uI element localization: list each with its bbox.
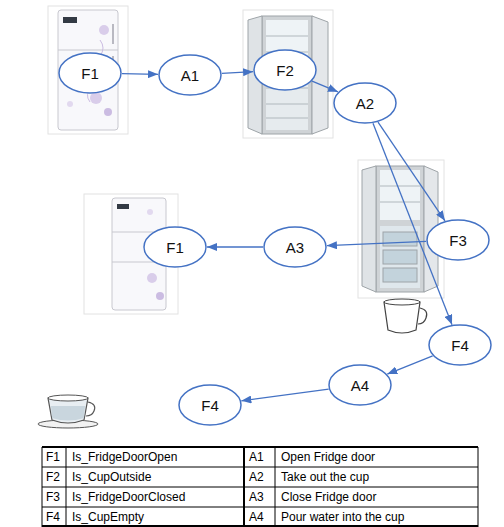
node-label: A2: [356, 95, 374, 112]
flow-arrow: [378, 122, 445, 221]
table-cell: F4: [46, 507, 60, 527]
node-label: F2: [276, 62, 294, 79]
node-label: A3: [286, 239, 304, 256]
table-cell: Pour water into the cup: [281, 507, 404, 527]
glass-cup-picture: [38, 395, 98, 428]
table-grid: [42, 447, 478, 527]
fridge-closed-picture: [48, 6, 128, 134]
flow-ellipse: A4: [328, 364, 392, 406]
flow-ellipse: F4: [178, 384, 242, 426]
table-cell: A1: [249, 447, 264, 467]
flow-ellipse: F2: [253, 49, 317, 91]
flow-ellipse: A1: [158, 54, 222, 96]
cup-picture: [384, 299, 427, 333]
node-label: A4: [351, 377, 369, 394]
node-label: F1: [166, 239, 184, 256]
flow-arrow: [241, 389, 328, 401]
flow-ellipse: F1: [58, 52, 122, 94]
flow-ellipse: F4: [428, 324, 492, 366]
table-cell: Open Fridge door: [281, 447, 375, 467]
node-label: A1: [181, 67, 199, 84]
table-cell: Is_CupEmpty: [72, 507, 144, 527]
table-cell: F1: [46, 447, 60, 467]
node-label: F3: [449, 232, 467, 249]
flow-arrow: [222, 72, 253, 74]
node-label: F4: [201, 397, 219, 414]
flow-arrow: [122, 73, 158, 75]
table-cell: A3: [249, 487, 264, 507]
flow-ellipse: F1: [143, 226, 207, 268]
node-label: F1: [81, 65, 99, 82]
table-cell: F3: [46, 487, 60, 507]
table-cell: A2: [249, 467, 264, 487]
flow-arrow: [207, 246, 263, 247]
table-cell: Take out the cup: [281, 467, 369, 487]
table-cell: Is_FridgeDoorOpen: [72, 447, 177, 467]
flow-arrow: [327, 241, 426, 245]
table-cell: Close Fridge door: [281, 487, 376, 507]
flow-ellipse: A2: [333, 82, 397, 124]
flow-ellipse: F3: [426, 219, 490, 261]
table-cell: A4: [249, 507, 264, 527]
fridge-open-picture: [243, 10, 333, 138]
flow-ellipse: A3: [263, 226, 327, 268]
node-label: F4: [451, 337, 469, 354]
table-cell: F2: [46, 467, 60, 487]
flow-arrow: [387, 356, 432, 374]
table-cell: Is_CupOutside: [72, 467, 151, 487]
flow-arrow: [312, 81, 338, 92]
table-cell: Is_FridgeDoorClosed: [72, 487, 185, 507]
